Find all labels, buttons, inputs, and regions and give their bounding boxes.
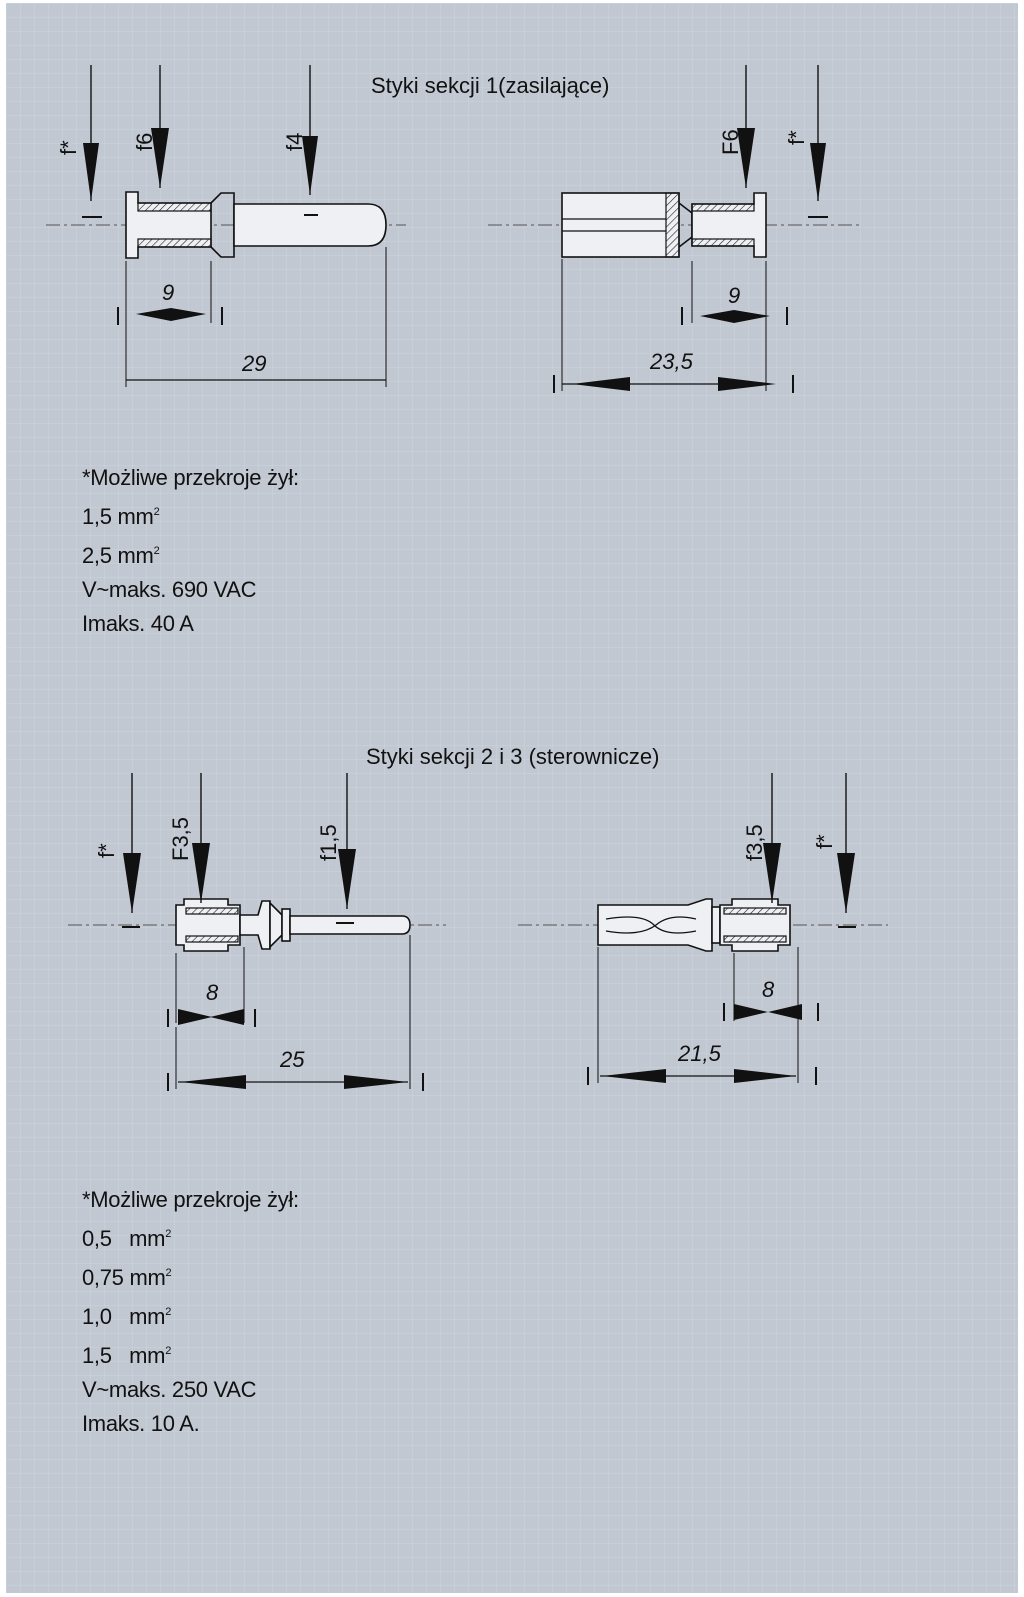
section2-left-wire-label: f* [94,843,119,858]
section1-right-contact: F6 f* 9 23,5 [488,65,861,393]
section1-left-contact: f* f6 f4 9 29 [46,65,406,387]
section2-current: Imaks. 10 A. [82,1411,200,1436]
section1-title: Styki sekcji 1(zasilające) [371,73,609,98]
section1-size-1: 1,5 mm2 [82,504,160,529]
section1-left-wire-label: f* [56,140,81,155]
section2-size-1: 0,5 mm2 [82,1226,172,1251]
section1-left-dim-overall: 29 [241,351,266,376]
section1-size-2: 2,5 mm2 [82,543,160,568]
section2-left-dim-crimp: 8 [206,980,219,1005]
section2-left-pin-label: f1,5 [316,824,341,861]
section2-right-crimp-label: f3,5 [742,824,767,861]
section1-notes: *Możliwe przekroje żył: 1,5 mm2 2,5 mm2 … [82,461,502,641]
section2-right-dim-overall: 21,5 [677,1041,722,1066]
technical-drawing: Styki sekcji 1(zasilające) f* f6 f4 9 [46,65,888,1091]
section1-left-dim-crimp: 9 [162,280,174,305]
section2-right-contact: f3,5 f* 8 21,5 [518,773,888,1085]
section2-size-2: 0,75 mm2 [82,1265,172,1290]
section1-left-pin-label: f4 [282,133,307,151]
section2-voltage: V~maks. 250 VAC [82,1377,257,1402]
section2-right-dim-crimp: 8 [762,977,775,1002]
section1-right-wire-label: f* [784,130,809,145]
section2-right-wire-label: f* [812,834,837,849]
section1-voltage: V~maks. 690 VAC [82,577,257,602]
section1-right-dim-crimp: 9 [728,283,740,308]
section1-current: Imaks. 40 A [82,611,194,636]
drawing-sheet: Styki sekcji 1(zasilające) f* f6 f4 9 [6,3,1018,1593]
section2-notes: *Możliwe przekroje żył: 0,5 mm2 0,75 mm2… [82,1183,502,1441]
section1-left-crimp-label: f6 [132,133,157,151]
section1-right-dim-overall: 23,5 [649,349,694,374]
section2-title: Styki sekcji 2 i 3 (sterownicze) [366,744,659,769]
section2-left-crimp-label: F3,5 [168,817,193,861]
section2-left-contact: f* F3,5 f1,5 8 25 [68,773,446,1091]
section2-size-3: 1,0 mm2 [82,1304,172,1329]
section2-left-dim-overall: 25 [279,1047,305,1072]
section1-notes-heading: *Możliwe przekroje żył: [82,465,299,490]
section1-right-crimp-label: F6 [718,129,743,155]
section2-notes-heading: *Możliwe przekroje żył: [82,1187,299,1212]
section2-size-4: 1,5 mm2 [82,1343,172,1368]
